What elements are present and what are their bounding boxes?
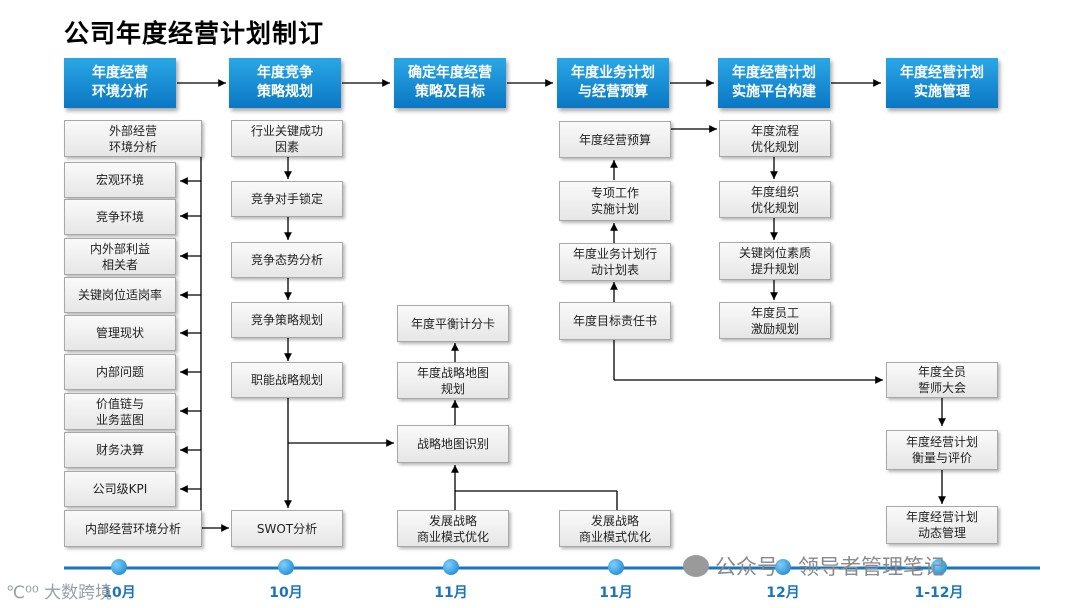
node-special-project-plan: 专项工作 实施计划 <box>559 181 671 221</box>
brand-logo-icon: ℃⁰⁰ <box>6 583 45 603</box>
timeline-label-3: 11月 <box>434 585 468 601</box>
node-strategy-map-plan: 年度战略地图 规划 <box>397 362 509 399</box>
header-competitive-strategy: 年度竞争 策略规划 <box>229 58 341 108</box>
node-business-action-plan: 年度业务计划行 动计划表 <box>559 243 671 281</box>
node-value-chain: 价值链与 业务蓝图 <box>64 393 176 430</box>
header-strategy-goals: 确定年度经营 策略及目标 <box>394 58 506 108</box>
node-company-kpi: 公司级KPI <box>64 471 176 507</box>
node-functional-strategy: 职能战略规划 <box>231 362 343 398</box>
node-annual-budget: 年度经营预算 <box>559 121 671 158</box>
node-business-model-optimize-2: 发展战略 商业模式优化 <box>559 510 671 547</box>
node-swot: SWOT分析 <box>231 510 343 547</box>
node-organization-optimization: 年度组织 优化规划 <box>719 181 831 218</box>
node-target-responsibility: 年度目标责任书 <box>559 302 671 340</box>
node-internal-issues: 内部问题 <box>64 354 176 390</box>
timeline-dot-2 <box>278 559 294 575</box>
wechat-icon <box>683 555 709 577</box>
page-title: 公司年度经营计划制订 <box>64 19 325 48</box>
node-business-model-optimize: 发展战略 商业模式优化 <box>397 510 509 547</box>
node-employee-incentive: 年度员工 激励规划 <box>719 302 831 339</box>
timeline-dot-4 <box>608 559 624 575</box>
node-stakeholders: 内外部利益 相关者 <box>64 238 176 275</box>
node-balanced-scorecard: 年度平衡计分卡 <box>397 305 509 342</box>
node-external-environment: 外部经营 环境分析 <box>64 120 202 157</box>
header-environment-analysis: 年度经营 环境分析 <box>64 58 176 108</box>
node-macro-environment: 宏观环境 <box>64 162 176 198</box>
node-competitive-situation: 竞争态势分析 <box>231 242 343 278</box>
watermark-brand: ℃⁰⁰ 大数跨境 <box>6 583 113 603</box>
node-competitive-strategy: 竞争策略规划 <box>231 302 343 338</box>
node-key-success-factors: 行业关键成功 因素 <box>231 120 343 157</box>
header-business-plan-budget: 年度业务计划 与经营预算 <box>557 58 669 108</box>
header-implementation-platform: 年度经营计划 实施平台构建 <box>718 58 830 108</box>
timeline-label-1: 10月 <box>102 585 136 601</box>
node-financial-accounts: 财务决算 <box>64 432 176 468</box>
timeline-dot-6 <box>931 559 947 575</box>
node-process-optimization: 年度流程 优化规划 <box>719 120 831 157</box>
node-internal-environment: 内部经营环境分析 <box>64 510 202 547</box>
node-key-position-fit: 关键岗位适岗率 <box>64 277 176 313</box>
timeline-dot-1 <box>111 559 127 575</box>
timeline-label-4: 11月 <box>599 585 633 601</box>
node-strategy-map-identify: 战略地图识别 <box>397 425 509 463</box>
node-plan-dynamic-management: 年度经营计划 动态管理 <box>886 506 998 544</box>
node-competitor-lock: 竞争对手锁定 <box>231 181 343 217</box>
node-management-status: 管理现状 <box>64 315 176 351</box>
timeline-dot-5 <box>775 559 791 575</box>
timeline-label-2: 10月 <box>269 585 303 601</box>
node-all-staff-rally: 年度全员 誓师大会 <box>886 362 998 398</box>
header-implementation-management: 年度经营计划 实施管理 <box>886 58 998 108</box>
node-competitive-environment: 竞争环境 <box>64 199 176 235</box>
timeline-label-6: 1-12月 <box>914 585 964 601</box>
node-key-position-competence: 关键岗位素质 提升规划 <box>719 242 831 280</box>
timeline-dot-3 <box>443 559 459 575</box>
watermark-wechat: 公众号 · 领导者管理笔记 <box>683 551 945 581</box>
timeline-label-5: 12月 <box>766 585 800 601</box>
node-plan-evaluation: 年度经营计划 衡量与评价 <box>886 430 998 470</box>
